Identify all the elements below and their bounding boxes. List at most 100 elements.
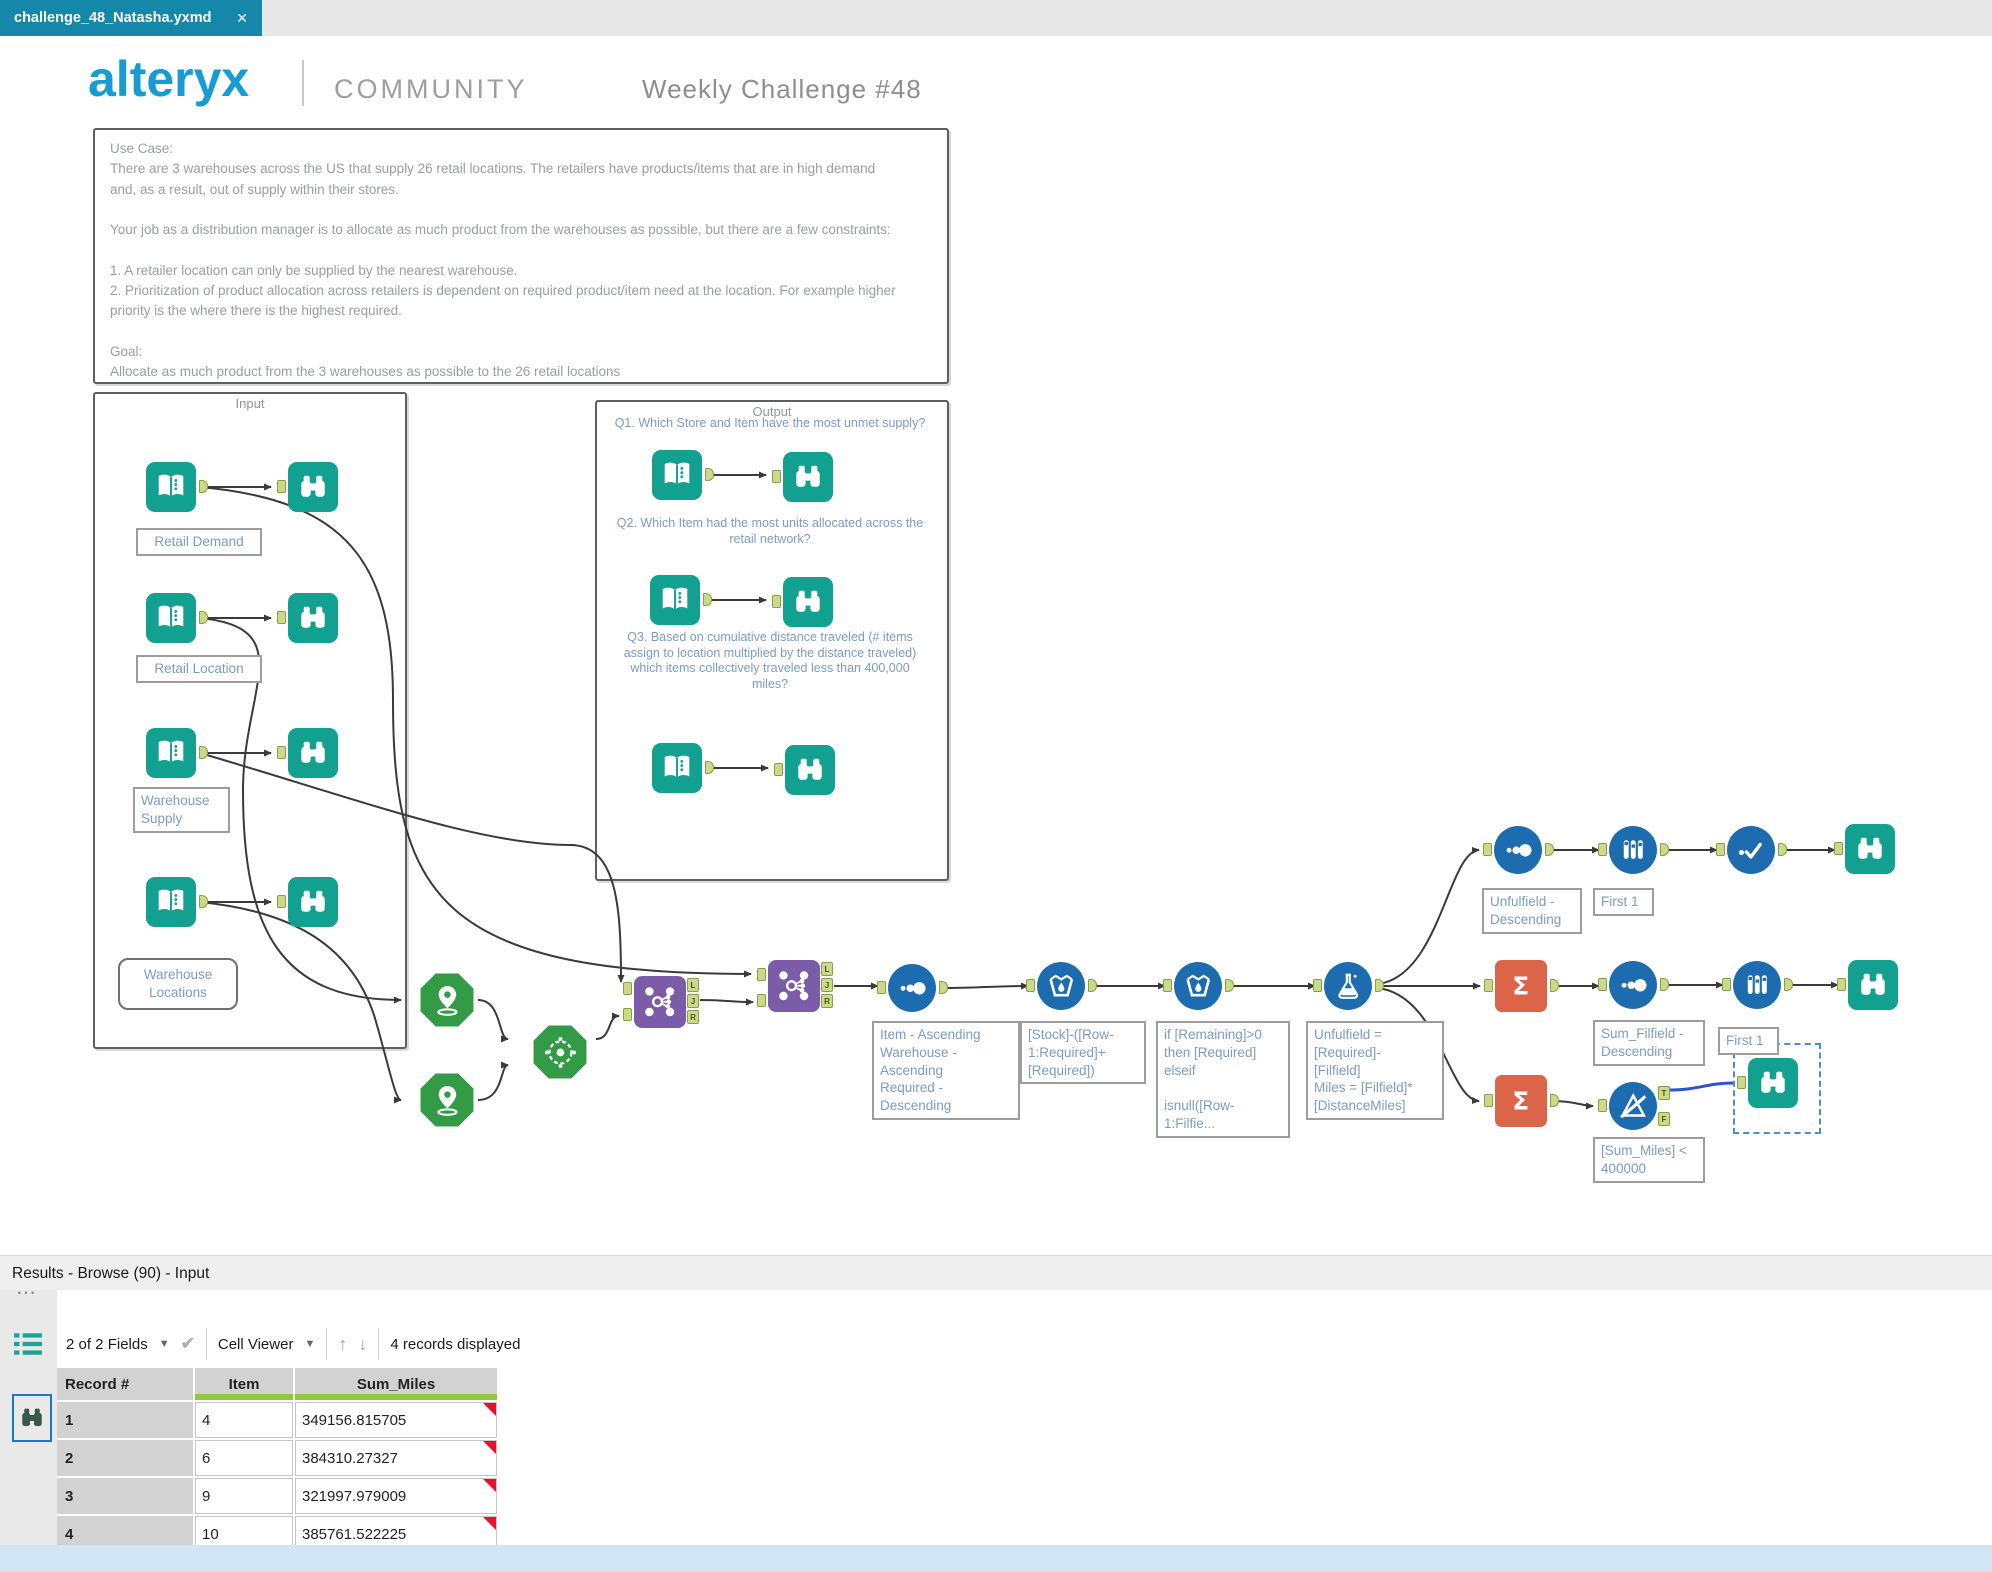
annotation-sort-unfulfield: Unfulfield - Descending [1482,888,1582,934]
sort-tool-unfulfield[interactable] [1483,826,1554,874]
join-tool-1[interactable]: L J R [623,976,699,1028]
input-anchor [1834,842,1843,855]
results-table: Record # Item Sum_Miles 1 4 349156.81570… [57,1368,497,1552]
column-header-sum-miles[interactable]: Sum_Miles [295,1368,497,1400]
input-data-tool-q2[interactable] [650,575,712,625]
create-points-tool-warehouse[interactable] [420,1073,474,1127]
item-cell[interactable]: 6 [195,1440,293,1476]
toolbar-separator [326,1328,328,1360]
input-anchor [277,480,286,493]
sample-tool-top[interactable] [1598,826,1669,874]
join-tool-2[interactable]: L J R [757,960,833,1012]
sample-tool-mid[interactable] [1722,961,1793,1009]
input-data-icon [153,735,189,771]
results-toolbar: 2 of 2 Fields ▼ ✔ Cell Viewer ▼ ↑ ↓ 4 re… [66,1322,520,1366]
tool-label-retail-location: Retail Location [136,655,262,683]
input-data-icon [153,600,189,636]
browse-tool-warehouse-supply[interactable] [277,728,338,778]
item-cell[interactable]: 9 [195,1478,293,1514]
annotation-sort-sum-filfield: Sum_Filfield - Descending [1593,1020,1705,1066]
join-icon [775,967,812,1004]
down-arrow-icon[interactable]: ↓ [358,1333,368,1354]
sum-miles-value: 321997.979009 [302,1487,407,1505]
column-header-item[interactable]: Item [195,1368,293,1400]
sigma-icon [1502,967,1539,1004]
output-anchor [1778,843,1787,856]
metadata-view-icon[interactable] [13,1330,43,1363]
select-t​ool[interactable] [1716,826,1787,874]
input-data-tool-q1[interactable] [652,450,714,500]
browse-tool-retail-demand[interactable] [277,462,338,512]
sort-tool-items[interactable] [877,964,948,1012]
cell-viewer-dropdown[interactable]: Cell Viewer [217,1335,294,1353]
sum-miles-cell[interactable]: 384310.27327 [295,1440,497,1476]
cell-viewer-caret-icon[interactable]: ▼ [304,1338,316,1350]
browse-tool-q3[interactable] [774,745,835,795]
checkmark-icon [1734,833,1769,868]
cell-flag-icon [483,1479,496,1492]
tool-label-retail-demand: Retail Demand [136,528,262,556]
summarize-tool-filfield[interactable] [1484,960,1559,1012]
summarize-tool-miles[interactable] [1484,1075,1559,1127]
column-header-record[interactable]: Record # [57,1368,193,1400]
multi-row-formula-tool-if[interactable] [1163,962,1234,1010]
formula-tool-unfulfield[interactable] [1313,962,1384,1010]
apply-check-icon[interactable]: ✔ [180,1334,195,1353]
anchor-t: T [520,1033,532,1047]
output-anchor [1375,979,1384,992]
browse-tool-selected[interactable] [1737,1058,1798,1108]
panel-drag-handle-icon[interactable]: ⋯ [16,1282,37,1304]
browse-tool-retail-location[interactable] [277,593,338,643]
results-panel-title: Results - Browse (90) - Input [0,1255,1992,1290]
input-container-title: Input [235,396,265,411]
annotation-sample-top: First 1 [1593,888,1654,916]
item-cell[interactable]: 4 [195,1402,293,1438]
input-anchor [1598,1099,1607,1112]
input-anchor [409,1093,418,1106]
annotation-formula-unfulfield: Unfulfield = [Required]- [Filfield] Mile… [1306,1021,1444,1121]
workflow-tab[interactable]: challenge_48_Natasha.yxmd ✕ [0,0,262,36]
input-data-tool-warehouse-locations[interactable] [146,877,208,927]
fields-dropdown[interactable]: 2 of 2 Fields [66,1335,148,1353]
input-data-tool-warehouse-supply[interactable] [146,728,208,778]
input-anchor [772,470,781,483]
browse-tool-warehouse-locations[interactable] [277,877,338,927]
multi-row-formula-icon [1181,969,1216,1004]
input-anchor [877,981,886,994]
sum-miles-cell[interactable]: 349156.815705 [295,1402,497,1438]
input-anchor [277,895,286,908]
browse-icon [790,584,826,620]
browse-tool-q2[interactable] [772,577,833,627]
input-anchor [772,595,781,608]
toolbar-separator [378,1328,380,1360]
fields-dropdown-caret-icon[interactable]: ▼ [158,1338,170,1350]
input-anchor [774,763,783,776]
sum-miles-cell[interactable]: 321997.979009 [295,1478,497,1514]
find-nearest-tool[interactable]: T U [533,1025,587,1079]
input-data-tool-retail-demand[interactable] [146,462,208,512]
cell-flag-icon [483,1517,496,1530]
tab-close-icon[interactable]: ✕ [236,9,248,26]
browse-icon [295,469,331,505]
sort-tool-sum-filfield[interactable] [1598,961,1669,1009]
annotation-multirow-if: if [Remaining]>0 then [Required] elseif … [1156,1021,1290,1138]
input-data-tool-retail-location[interactable] [146,593,208,643]
record-number-cell: 3 [57,1478,193,1514]
anchor-u: U [520,1059,532,1073]
input-anchor [1722,978,1731,991]
output-anchor [1545,843,1554,856]
browse-tool-mid[interactable] [1837,960,1898,1010]
results-bottom-scroll-area[interactable] [0,1545,1992,1572]
create-points-tool-retail[interactable] [420,973,474,1027]
workflow-tab-title: challenge_48_Natasha.yxmd [14,10,212,26]
multi-row-formula-tool-stock[interactable] [1026,962,1097,1010]
filter-tool-sum-miles[interactable]: T F [1598,1082,1670,1130]
browse-icon [1852,831,1888,867]
browse-icon [1855,967,1891,1003]
browse-tool-q1[interactable] [772,452,833,502]
up-arrow-icon[interactable]: ↑ [338,1333,348,1354]
browse-tool-top[interactable] [1834,824,1895,874]
input-data-tool-q3[interactable] [652,743,714,793]
browse-sidebar-button[interactable] [12,1394,52,1442]
browse-icon [295,600,331,636]
